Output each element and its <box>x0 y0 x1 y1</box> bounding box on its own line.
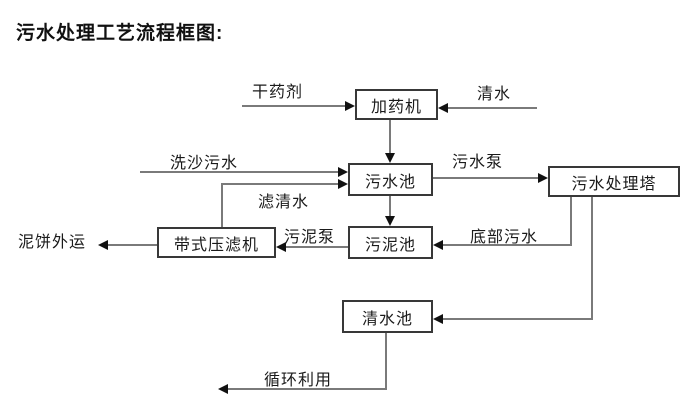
edge-tower-to-clean-line <box>443 318 593 320</box>
node-sewage-pool: 污水池 <box>348 163 433 196</box>
edge-mud-cake-line <box>108 244 157 246</box>
arrow-right-icon <box>338 167 348 177</box>
edge-label-bottom-sewage: 底部污水 <box>470 229 539 246</box>
node-clean-water-pool: 清水池 <box>342 300 433 333</box>
edge-recycle-line <box>228 388 387 390</box>
node-sludge-pool: 污泥池 <box>348 226 433 259</box>
arrow-right-icon <box>338 179 348 189</box>
arrow-left-icon <box>433 240 443 250</box>
arrow-left-icon <box>98 240 108 250</box>
edge-bottom-sewage-line <box>443 244 572 246</box>
page-title: 污水处理工艺流程框图: <box>16 23 224 44</box>
arrow-left-icon <box>438 103 448 113</box>
edge-label-mud-cake-out: 泥饼外运 <box>18 234 87 251</box>
edge-recycle-vline <box>385 333 387 390</box>
edge-label-clean-water: 清水 <box>477 86 512 103</box>
edge-filtered-water-line <box>221 183 339 185</box>
edge-label-sludge-pump: 污泥泵 <box>284 229 336 246</box>
edge-label-sewage-pump: 污水泵 <box>452 154 504 171</box>
node-belt-filter-press: 带式压滤机 <box>157 227 276 258</box>
edge-bottom-sewage-vline <box>570 197 572 246</box>
edge-clean-water-line <box>448 107 537 109</box>
edge-label-filtered-water: 滤清水 <box>258 194 310 211</box>
edge-dosing-to-sewage-line <box>389 120 391 154</box>
edge-tower-to-clean-vline <box>591 197 593 320</box>
edge-sewage-pump-line <box>433 177 538 179</box>
edge-filtered-water-vline <box>221 183 223 227</box>
edge-label-recycle-use: 循环利用 <box>264 372 333 389</box>
arrow-left-icon <box>276 242 286 252</box>
edge-dry-chemical-line <box>242 105 346 107</box>
node-treatment-tower: 污水处理塔 <box>548 166 680 197</box>
edge-label-dry-chemical: 干药剂 <box>252 84 304 101</box>
arrow-left-icon <box>433 314 443 324</box>
arrow-down-icon <box>385 153 395 163</box>
edge-sewage-to-sludge-line <box>389 196 391 217</box>
node-dosing-machine: 加药机 <box>355 89 438 120</box>
arrow-right-icon <box>345 101 355 111</box>
edge-sludge-pump-line <box>286 246 348 248</box>
edge-sand-washing-line <box>140 171 339 173</box>
arrow-right-icon <box>538 173 548 183</box>
arrow-down-icon <box>385 216 395 226</box>
arrow-left-icon <box>218 384 228 394</box>
edge-label-sand-washing-sewage: 洗沙污水 <box>170 155 239 172</box>
